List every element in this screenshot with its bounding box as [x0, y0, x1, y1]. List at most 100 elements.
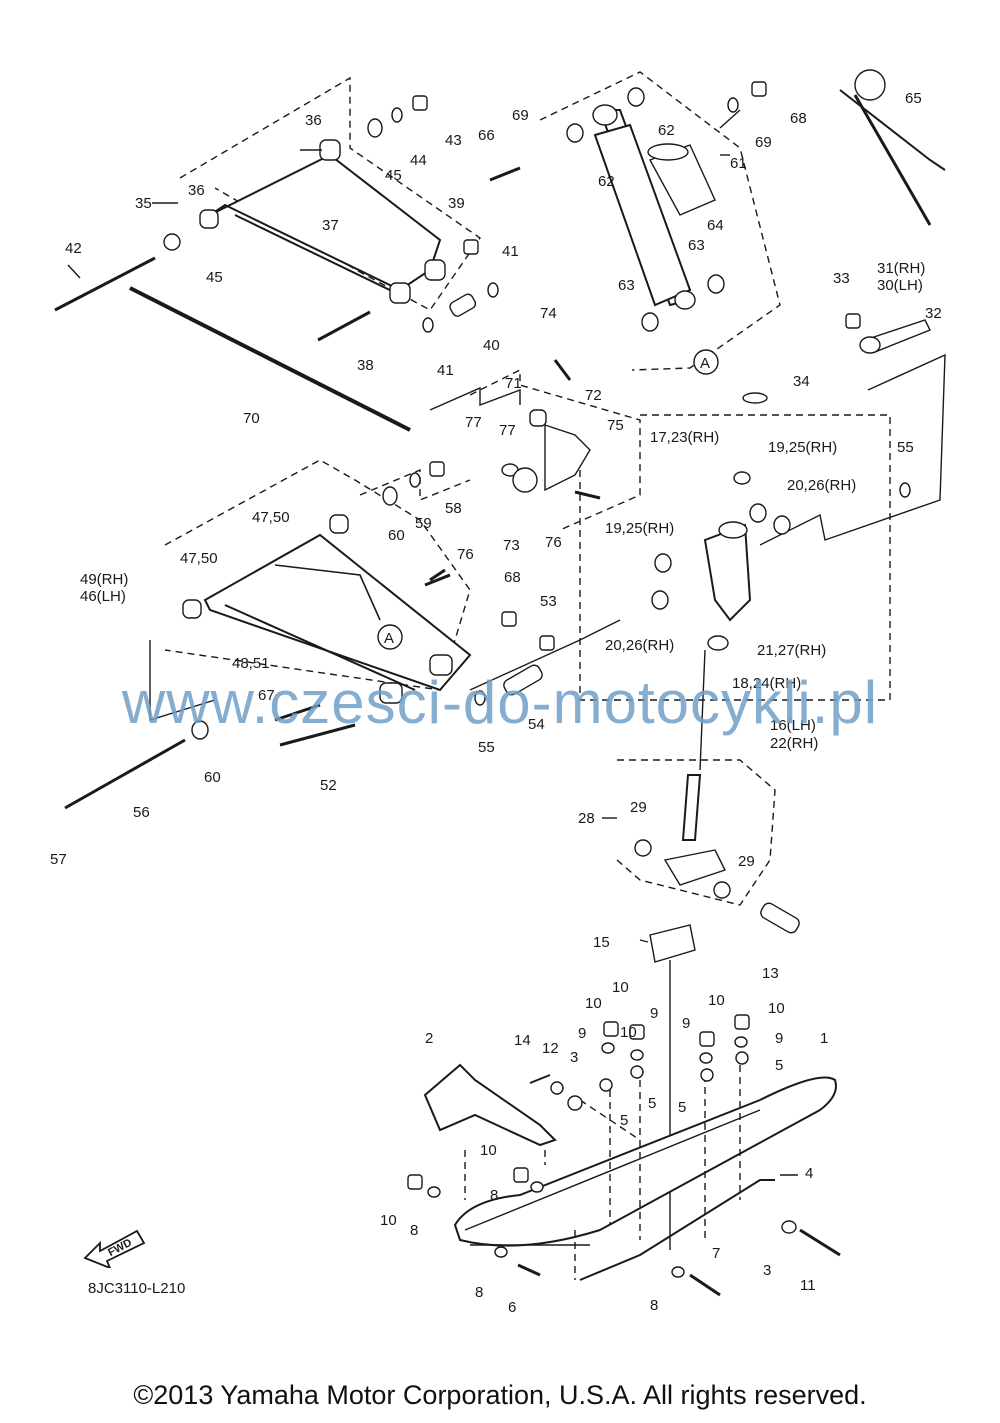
- part-label: 41: [502, 243, 519, 260]
- part-label: 68: [504, 569, 521, 586]
- part-label: 73: [503, 537, 520, 554]
- part-label: 13: [762, 965, 779, 982]
- fwd-label: FWD: [106, 1237, 134, 1259]
- part-label: 8: [650, 1297, 658, 1314]
- part-label: 45: [385, 167, 402, 184]
- part-label: 56: [133, 804, 150, 821]
- part-label: 48,51: [232, 655, 270, 672]
- part-label: 19,25(RH): [768, 439, 837, 456]
- part-label: 71: [505, 375, 522, 392]
- part-label: 11: [800, 1277, 816, 1294]
- part-label: 77: [499, 422, 516, 439]
- part-label: 8: [490, 1187, 498, 1204]
- part-label: 47,50: [252, 509, 290, 526]
- part-label: 22(RH): [770, 735, 818, 752]
- ref-marker-a: A: [700, 355, 710, 372]
- diagram-code: 8JC3110-L210: [88, 1280, 186, 1297]
- part-label: 2: [425, 1030, 433, 1047]
- part-label: 62: [598, 173, 615, 190]
- part-label: 12: [542, 1040, 559, 1057]
- part-label: 36: [305, 112, 322, 129]
- part-label: 63: [688, 237, 705, 254]
- part-label: 10: [585, 995, 602, 1012]
- part-label: 43: [445, 132, 462, 149]
- part-label: 9: [650, 1005, 658, 1022]
- part-label: 31(RH): [877, 260, 925, 277]
- part-label: 37: [322, 217, 339, 234]
- part-label: 28: [578, 810, 595, 827]
- part-label: 1: [820, 1030, 828, 1047]
- watermark: www.czesci-do-motocykli.pl: [121, 669, 879, 736]
- part-label: 10: [612, 979, 629, 996]
- part-label: 41: [437, 362, 454, 379]
- part-label: 40: [483, 337, 500, 354]
- part-label: 63: [618, 277, 635, 294]
- part-label: 9: [775, 1030, 783, 1047]
- part-label: 20,26(RH): [605, 637, 674, 654]
- part-label: 57: [50, 851, 67, 868]
- part-label: 5: [648, 1095, 656, 1112]
- part-label: 55: [478, 739, 495, 756]
- part-label: 10: [380, 1212, 397, 1229]
- part-label: 58: [445, 500, 462, 517]
- part-label: 19,25(RH): [605, 520, 674, 537]
- part-label: 8: [475, 1284, 483, 1301]
- part-label: 45: [206, 269, 223, 286]
- part-label: 33: [833, 270, 850, 287]
- part-label: 42: [65, 240, 82, 257]
- copyright-notice: ©2013 Yamaha Motor Corporation, U.S.A. A…: [133, 1380, 867, 1410]
- part-label: 10: [480, 1142, 497, 1159]
- ref-marker-a: A: [384, 630, 394, 647]
- part-label: 15: [593, 934, 610, 951]
- part-label: 7: [712, 1245, 720, 1262]
- part-label: 5: [678, 1099, 686, 1116]
- part-label: 14: [514, 1032, 531, 1049]
- part-label: 20,26(RH): [787, 477, 856, 494]
- part-label: 68: [790, 110, 807, 127]
- part-label: 3: [763, 1262, 771, 1279]
- part-label: 10: [768, 1000, 785, 1017]
- part-label: 32: [925, 305, 942, 322]
- part-label: 34: [793, 373, 810, 390]
- part-label: 29: [630, 799, 647, 816]
- part-label: 10: [708, 992, 725, 1009]
- part-label: 36: [188, 182, 205, 199]
- part-label: 76: [545, 534, 562, 551]
- part-label: 67: [258, 687, 275, 704]
- part-label: 54: [528, 716, 545, 733]
- part-label: 72: [585, 387, 602, 404]
- part-label: 64: [707, 217, 724, 234]
- reference-markers: A A: [384, 355, 710, 647]
- diagram-linework: [54, 69, 946, 1297]
- part-label: 39: [448, 195, 465, 212]
- part-label: 59: [415, 515, 432, 532]
- part-label: 65: [905, 90, 922, 107]
- part-label: 9: [682, 1015, 690, 1032]
- part-label: 18,24(RH): [732, 675, 801, 692]
- part-label: 44: [410, 152, 427, 169]
- part-label: 9: [578, 1025, 586, 1042]
- part-labels: 1 2 3 3 4 5 5 5 5 6 7 8 8 8 8 9 9 9 9 10…: [50, 90, 942, 1316]
- part-label: 35: [135, 195, 152, 212]
- part-label: 61: [730, 155, 747, 172]
- part-label: 69: [512, 107, 529, 124]
- part-label: 49(RH): [80, 571, 128, 588]
- part-label: 10: [620, 1024, 637, 1041]
- part-label: 47,50: [180, 550, 218, 567]
- part-label: 60: [388, 527, 405, 544]
- part-label: 6: [508, 1299, 516, 1316]
- part-label: 46(LH): [80, 588, 126, 605]
- part-label: 55: [897, 439, 914, 456]
- part-label: 69: [755, 134, 772, 151]
- part-label: 77: [465, 414, 482, 431]
- fwd-arrow-icon: FWD: [83, 1229, 146, 1268]
- part-label: 76: [457, 546, 474, 563]
- part-label: 5: [620, 1112, 628, 1129]
- part-label: 4: [805, 1165, 813, 1182]
- part-label: 3: [570, 1049, 578, 1066]
- part-label: 66: [478, 127, 495, 144]
- part-label: 38: [357, 357, 374, 374]
- part-label: 52: [320, 777, 337, 794]
- part-label: 30(LH): [877, 277, 923, 294]
